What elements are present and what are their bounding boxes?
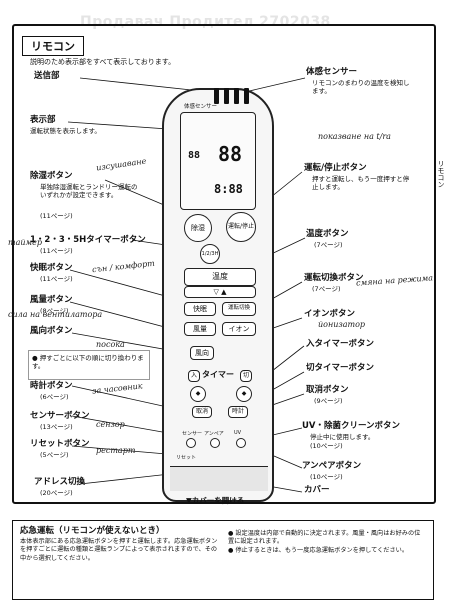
lcd-digits-temp: 88 xyxy=(218,142,243,166)
amp-small-label: アンペア xyxy=(204,431,224,437)
hw-ion: йонизатор xyxy=(318,320,366,329)
timer-123h-button[interactable]: 1/2/3H xyxy=(200,244,220,264)
mode-button[interactable]: 運転切換 xyxy=(222,302,256,316)
transmitter-bar xyxy=(224,88,229,104)
label-fan: 風量ボタン xyxy=(30,295,73,305)
lcd-digits-clock: 8:88 xyxy=(214,182,243,196)
label-clock: 時計ボタン xyxy=(30,381,73,391)
intro-text: 説明のため表示部をすべて表示しております。 xyxy=(30,58,176,66)
page-sensor: (13ページ) xyxy=(40,423,73,431)
label-cancel: 取消ボタン xyxy=(306,385,349,395)
clock-button[interactable]: 時計 xyxy=(228,406,248,418)
desc-dehumid: 単独除湿運転とランドリー運転のいずれかが設定できます。 xyxy=(40,183,138,200)
temp-updown-button[interactable]: ▽ ▲ xyxy=(184,286,256,298)
label-ion: イオンボタン xyxy=(304,309,356,319)
uv-small-label: UV xyxy=(234,430,242,436)
hw-display: показване на t/ra xyxy=(318,132,391,141)
dehumid-button[interactable]: 除湿 xyxy=(184,214,212,242)
page-uv: (10ページ) xyxy=(310,442,343,450)
page-clock: (6ページ) xyxy=(40,393,69,401)
label-address: アドレス切換 xyxy=(34,477,86,487)
hw-reset: рестарт xyxy=(96,446,136,455)
emergency-right-text: ● 設定温度は内部で自動的に決定されます。風量・風向はお好みの位置に設定されます… xyxy=(228,530,421,554)
label-off-timer: 切タイマーボタン xyxy=(306,363,375,373)
temp-button[interactable]: 温度 xyxy=(184,268,256,286)
page-title: リモコン xyxy=(22,36,84,56)
off-timer-button[interactable]: 切 xyxy=(240,370,252,382)
label-cover: カバー xyxy=(304,485,330,495)
label-reset: リセットボタン xyxy=(30,439,90,449)
uv-button[interactable] xyxy=(236,438,246,448)
hw-fan: сила на вентилатора xyxy=(8,310,103,319)
page-frame xyxy=(12,24,436,504)
label-sensor: センサーボタン xyxy=(30,411,90,421)
desc-uv: 停止中に使用します。 xyxy=(310,433,375,441)
note-box xyxy=(28,350,150,380)
page-address: (20ページ) xyxy=(40,489,73,497)
desc-display: 運転状態を表示します。 xyxy=(30,127,101,135)
page-dehumid: (11ページ) xyxy=(40,212,73,220)
hw-timer: таймер xyxy=(8,238,42,247)
direction-button[interactable]: 風向 xyxy=(190,346,214,360)
comfort-button[interactable]: 快眠 xyxy=(184,302,216,316)
label-direction: 風向ボタン xyxy=(30,326,73,336)
desc-sensor-right: リモコンのまわりの温度を検知します。 xyxy=(312,79,410,96)
amp-button[interactable] xyxy=(210,438,220,448)
cancel-button[interactable]: 取消 xyxy=(192,406,212,418)
label-sensor-right: 体感センサー xyxy=(306,67,358,77)
label-on-timer: 入タイマーボタン xyxy=(306,339,375,349)
label-temp: 温度ボタン xyxy=(306,229,349,239)
watermark: Продавач Продител 2702038 xyxy=(80,14,331,30)
label-comfort: 快眠ボタン xyxy=(30,263,73,273)
page-fan: (8ページ) xyxy=(40,307,69,315)
page-cancel: (9ページ) xyxy=(314,397,343,405)
page-mode: (7ページ) xyxy=(312,285,341,293)
page-timer: (11ページ) xyxy=(40,247,73,255)
page-reset: (5ページ) xyxy=(40,451,69,459)
label-display: 表示部 xyxy=(30,115,56,125)
label-mode: 運転切換ボタン xyxy=(304,273,364,283)
off-timer-adjust-button[interactable]: ◆ xyxy=(236,386,252,402)
emergency-left-text: 本体表示部にある応急運転ボタンを押すと運転します。応急運転ボタンを押すごとに運転… xyxy=(20,538,218,562)
transmitter-bar xyxy=(214,88,219,104)
label-timer: 1・2・3・5Hタイマーボタン xyxy=(30,235,146,245)
emergency-title: 応急運転（リモコンが使えないとき） xyxy=(20,526,165,536)
battery-cover[interactable] xyxy=(170,466,268,491)
lcd-sensor-label: 体感センサー xyxy=(184,104,218,110)
page-amp: (10ページ) xyxy=(310,473,343,481)
on-timer-button[interactable]: 入 xyxy=(188,370,200,382)
power-button[interactable]: 運転/停止 xyxy=(226,212,256,242)
label-uv: UV・除菌クリーンボタン xyxy=(302,421,401,431)
note-text: ● 押すごとに以下の順に切り換わります。 xyxy=(32,354,144,371)
lcd-digits-small: 88 xyxy=(188,150,201,161)
timer-label: タイマー xyxy=(202,370,234,379)
label-power: 運転/停止ボタン xyxy=(304,163,367,173)
lcd-display xyxy=(180,112,256,210)
reset-small-label: リセット xyxy=(176,455,197,461)
label-dehumid: 除湿ボタン xyxy=(30,171,73,181)
desc-power: 押すと運転し、もう一度押すと停止します。 xyxy=(312,175,410,192)
on-timer-adjust-button[interactable]: ◆ xyxy=(190,386,206,402)
hw-sensor: сензор xyxy=(96,420,125,429)
sensor-button[interactable] xyxy=(186,438,196,448)
label-transmitter: 送信部 xyxy=(34,71,60,81)
cover-open-caption: ▼カバーを開ける xyxy=(186,496,245,505)
sensor-small-label: センサー xyxy=(182,431,203,437)
label-amp: アンペアボタン xyxy=(302,461,362,471)
page-temp: (7ページ) xyxy=(314,241,343,249)
hw-direction: посока xyxy=(96,340,125,349)
fan-button[interactable]: 風量 xyxy=(184,322,216,336)
page-comfort: (11ページ) xyxy=(40,275,73,283)
ion-button[interactable]: イオン xyxy=(222,322,256,336)
transmitter-bar xyxy=(234,88,239,104)
side-text: リモコン xyxy=(437,160,445,188)
transmitter-bar xyxy=(244,88,249,104)
